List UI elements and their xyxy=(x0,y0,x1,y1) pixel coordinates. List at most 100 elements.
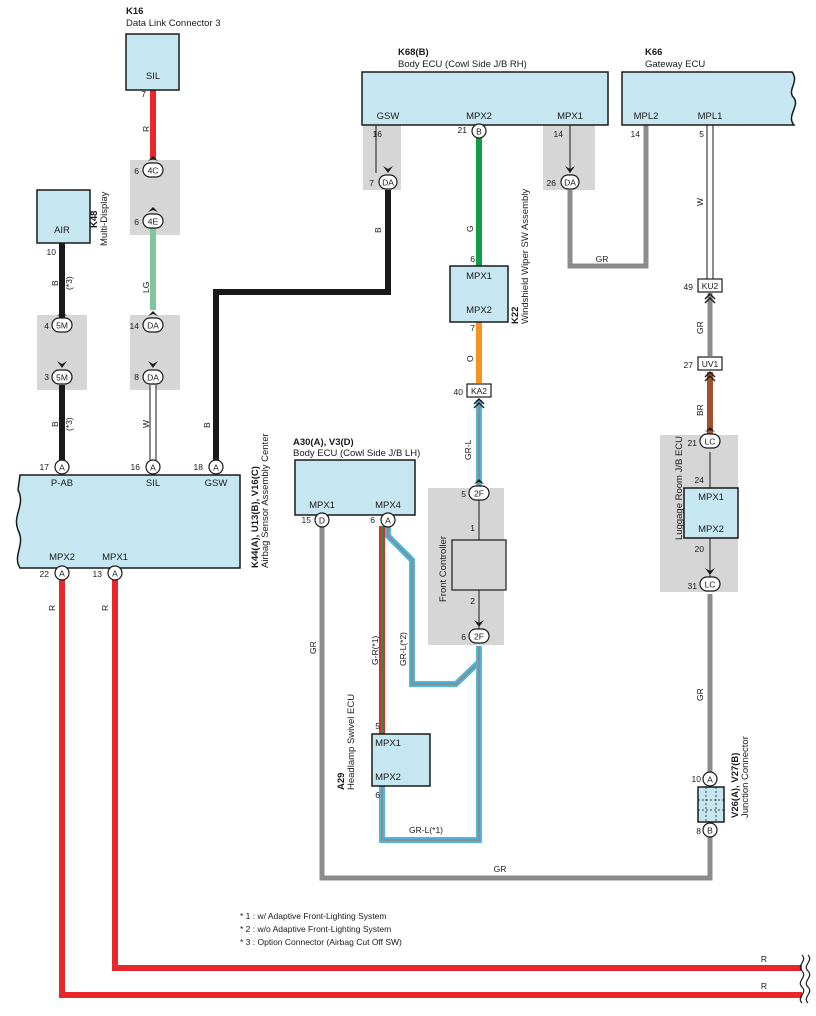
connector-terminal: DA xyxy=(378,166,398,190)
chevron-icon xyxy=(473,398,485,409)
luggage-pin-mpx2: MPX2 xyxy=(698,524,724,535)
terminal-code: DA xyxy=(382,178,394,188)
a29-pin-mpx2: MPX2 xyxy=(375,772,401,783)
svg-text:6: 6 xyxy=(470,254,475,264)
k44-pin-sil: SIL xyxy=(146,478,160,489)
svg-text:GR-L(*2): GR-L(*2) xyxy=(398,632,408,666)
connector-terminal: A xyxy=(54,565,70,581)
svg-text:18: 18 xyxy=(194,462,204,472)
wire-grl2-inner xyxy=(387,526,480,685)
terminal-arrow-icon xyxy=(148,361,158,368)
terminal-code: 4C xyxy=(148,166,159,176)
inline-connector: KU2 xyxy=(697,278,723,304)
luggage-box xyxy=(683,487,739,539)
svg-text:14: 14 xyxy=(631,129,641,139)
svg-text:O: O xyxy=(465,355,475,362)
svg-text:1: 1 xyxy=(470,523,475,533)
svg-text:(*3): (*3) xyxy=(64,276,74,290)
k16-code: K16 xyxy=(126,6,143,17)
svg-text:G: G xyxy=(465,225,475,232)
svg-text:B: B xyxy=(202,422,212,428)
svg-text:R: R xyxy=(100,605,110,611)
terminal-arrow-icon xyxy=(57,361,67,368)
connector-terminal: B xyxy=(702,822,718,838)
terminal-arrow-icon xyxy=(148,311,158,316)
svg-text:8: 8 xyxy=(696,826,701,836)
svg-text:5: 5 xyxy=(461,489,466,499)
a29-name: Headlamp Swivel ECU xyxy=(346,694,357,790)
terminal-code: A xyxy=(59,569,65,579)
terminal-code: A xyxy=(385,516,391,526)
terminal-arrow-icon xyxy=(705,427,715,432)
svg-text:13: 13 xyxy=(93,569,103,579)
terminal-code: A xyxy=(112,569,118,579)
chevron-icon xyxy=(704,371,716,382)
k16-pin-sil: SIL xyxy=(146,71,160,82)
wire-gr-k68-k66 xyxy=(567,125,649,269)
terminal-code: 5M xyxy=(56,321,68,331)
svg-text:GR-L: GR-L xyxy=(463,439,473,460)
terminal-code: B xyxy=(476,127,482,137)
k48-code: K48 xyxy=(89,211,100,228)
chevron-icon xyxy=(704,293,716,304)
junction-box xyxy=(697,786,725,823)
wire-r-mpx2 xyxy=(59,578,802,998)
k44-pin-gsw: GSW xyxy=(205,478,228,489)
svg-text:22: 22 xyxy=(40,569,50,579)
a29-box xyxy=(371,733,431,787)
terminal-arrow-icon xyxy=(474,620,484,627)
note-2: * 2 : w/o Adaptive Front-Lighting System xyxy=(240,924,391,934)
svg-text:10: 10 xyxy=(692,774,702,784)
k16-box xyxy=(125,33,180,91)
front-controller-box xyxy=(451,539,507,591)
k44-name: Airbag Sensor Assembly Center xyxy=(260,433,271,568)
svg-text:21: 21 xyxy=(458,125,468,135)
wires xyxy=(59,90,802,998)
k22-code: K22 xyxy=(510,307,521,324)
connector-code: UV1 xyxy=(702,359,719,369)
connector-terminal: LC xyxy=(699,568,721,592)
svg-text:7: 7 xyxy=(470,323,475,333)
terminal-code: LC xyxy=(705,580,716,590)
k16-name: Data Link Connector 3 xyxy=(126,18,221,29)
k66-box xyxy=(621,71,797,126)
svg-text:GR: GR xyxy=(695,688,705,701)
inline-connector: UV1 xyxy=(697,356,723,382)
svg-text:16: 16 xyxy=(131,462,141,472)
svg-text:26: 26 xyxy=(547,178,557,188)
wire-label: R xyxy=(141,126,151,132)
svg-text:10: 10 xyxy=(47,247,57,257)
svg-text:17: 17 xyxy=(40,462,50,472)
terminal-arrow-icon xyxy=(383,166,393,173)
wire-label: LG xyxy=(141,282,151,293)
wire-gr-a30 xyxy=(319,526,713,881)
svg-text:R: R xyxy=(47,605,57,611)
a30-box xyxy=(294,459,416,516)
terminal-code: D xyxy=(319,516,325,526)
terminal-arrow-icon xyxy=(565,166,575,173)
k68-code: K68(B) xyxy=(398,47,429,58)
a29-code: A29 xyxy=(336,773,347,790)
svg-text:BR: BR xyxy=(695,404,705,416)
svg-text:GR-L(*1): GR-L(*1) xyxy=(409,825,443,835)
svg-text:5: 5 xyxy=(375,721,380,731)
svg-text:40: 40 xyxy=(454,387,464,397)
svg-text:24: 24 xyxy=(695,475,705,485)
connector-terminal: 4E xyxy=(142,207,164,229)
svg-text:7: 7 xyxy=(369,178,374,188)
terminal-code: A xyxy=(59,463,65,473)
svg-text:21: 21 xyxy=(688,438,698,448)
connector-terminal: A xyxy=(107,565,123,581)
pin-label: 8 xyxy=(134,372,139,382)
k22-pin-mpx2: MPX2 xyxy=(466,305,492,316)
k44-pin-pab: P-AB xyxy=(51,478,73,489)
terminal-arrow-icon xyxy=(474,479,484,484)
connector-terminal: 5M xyxy=(51,361,73,385)
terminal-code: DA xyxy=(564,178,576,188)
a30-code: A30(A), V3(D) xyxy=(293,437,354,448)
terminal-arrow-icon xyxy=(148,156,158,161)
connector-terminal: LC xyxy=(699,427,721,449)
pin-label: 14 xyxy=(130,321,140,331)
